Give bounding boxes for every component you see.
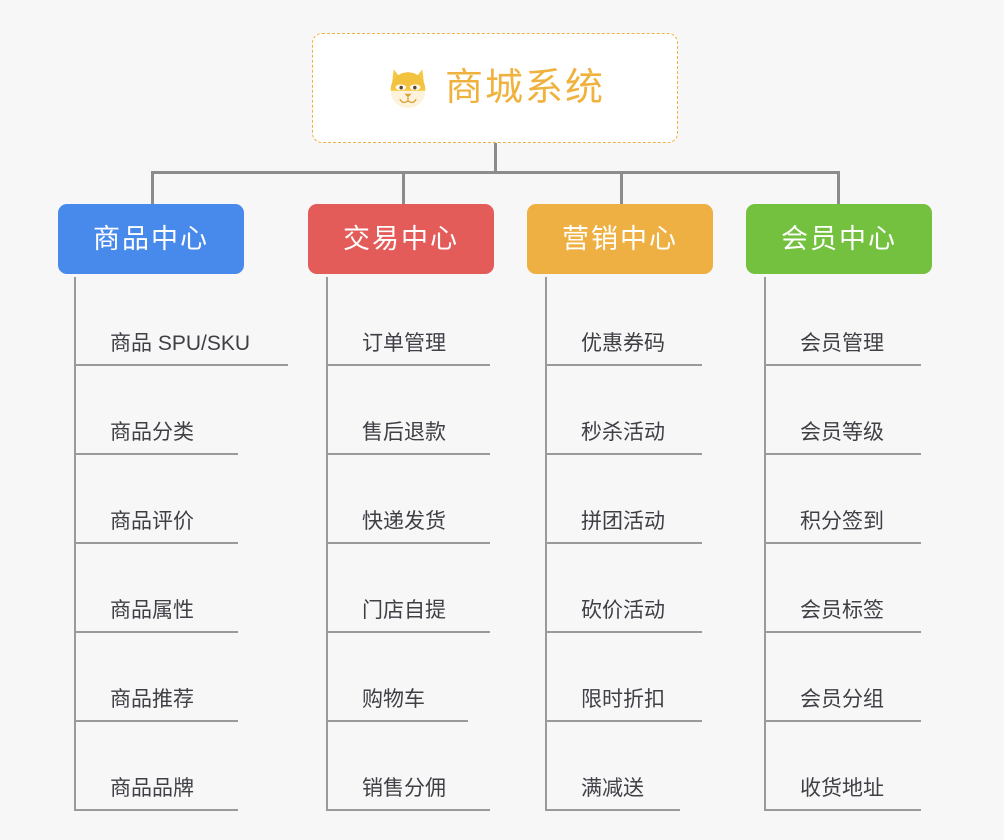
leaf-underline (764, 809, 921, 811)
leaf-underline (545, 809, 680, 811)
leaf-underline (545, 631, 702, 633)
connector-drop-3 (620, 171, 623, 206)
leaf-underline (326, 631, 490, 633)
category-box-marketing[interactable]: 营销中心 (527, 204, 713, 274)
connector-rail (151, 171, 840, 174)
leaf-label: 购物车 (362, 688, 425, 711)
leaf-label: 门店自提 (362, 599, 446, 622)
leaf-label: 销售分佣 (362, 777, 446, 800)
leaf-underline (764, 720, 921, 722)
leaf-underline (74, 364, 288, 366)
leaf-underline (764, 453, 921, 455)
category-label: 会员中心 (781, 223, 897, 254)
leaf-label: 会员管理 (800, 332, 884, 355)
leaf-underline (545, 453, 702, 455)
category-label: 交易中心 (343, 223, 459, 254)
leaf-label: 优惠券码 (581, 332, 665, 355)
category-label: 商品中心 (93, 223, 209, 254)
category-box-member[interactable]: 会员中心 (746, 204, 932, 274)
leaf-underline (74, 720, 238, 722)
connector-trunk (494, 143, 497, 174)
leaf-label: 商品属性 (110, 599, 194, 622)
leaf-label: 收货地址 (800, 777, 884, 800)
leaf-underline (326, 364, 490, 366)
branch-spine (545, 277, 547, 811)
root-node[interactable]: 商城系统 (312, 33, 678, 143)
leaf-label: 砍价活动 (581, 599, 665, 622)
leaf-label: 会员标签 (800, 599, 884, 622)
leaf-underline (74, 542, 238, 544)
leaf-underline (326, 542, 490, 544)
leaf-label: 积分签到 (800, 510, 884, 533)
leaf-underline (545, 542, 702, 544)
leaf-label: 快递发货 (362, 510, 446, 533)
category-label: 营销中心 (562, 223, 678, 254)
branch-spine (326, 277, 328, 811)
leaf-label: 会员等级 (800, 421, 884, 444)
leaf-label: 售后退款 (362, 421, 446, 444)
connector-drop-4 (837, 171, 840, 206)
leaf-label: 商品 SPU/SKU (110, 332, 251, 355)
connector-drop-2 (402, 171, 405, 206)
leaf-underline (545, 720, 702, 722)
leaf-label: 会员分组 (800, 688, 884, 711)
leaf-underline (326, 809, 490, 811)
leaf-label: 商品分类 (110, 421, 194, 444)
leaf-underline (74, 453, 238, 455)
leaf-underline (326, 720, 468, 722)
branch-spine (764, 277, 766, 811)
connector-drop-1 (151, 171, 154, 206)
leaf-label: 秒杀活动 (581, 421, 665, 444)
leaf-underline (326, 453, 490, 455)
dog-face-icon (390, 69, 426, 109)
category-box-trade[interactable]: 交易中心 (308, 204, 494, 274)
root-label: 商城系统 (444, 67, 605, 109)
leaf-underline (764, 542, 921, 544)
leaf-label: 满减送 (581, 777, 644, 800)
leaf-label: 拼团活动 (581, 510, 665, 533)
leaf-underline (74, 631, 238, 633)
leaf-label: 订单管理 (362, 332, 446, 355)
leaf-underline (545, 364, 702, 366)
leaf-label: 限时折扣 (581, 688, 665, 711)
leaf-underline (764, 631, 921, 633)
leaf-underline (74, 809, 238, 811)
leaf-label: 商品推荐 (110, 688, 194, 711)
leaf-label: 商品评价 (110, 510, 194, 533)
branch-spine (74, 277, 76, 811)
category-box-product[interactable]: 商品中心 (58, 204, 244, 274)
leaf-label: 商品品牌 (110, 777, 194, 800)
leaf-underline (764, 364, 921, 366)
